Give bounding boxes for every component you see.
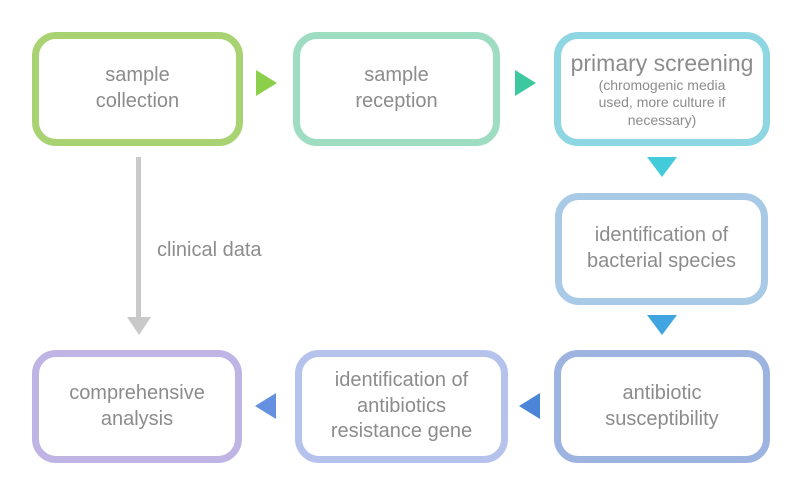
node-label-comprehensive-analysis: comprehensive analysis (69, 381, 205, 430)
clinical-data-arrow-line (136, 157, 141, 317)
arrow-left-icon-resistance-gene-to-analysis (255, 393, 276, 419)
node-label-sample-reception: sample reception (355, 64, 438, 112)
node-label-sample-collection: sample collection (95, 64, 180, 112)
node-identification-of-antibiotics-resistance-gene: identification of antibiotics resistance… (295, 350, 508, 463)
node-sublabel-primary-screening: (chromogenic media used, more culture if… (598, 76, 726, 128)
arrow-right-icon-reception-to-screening (515, 70, 536, 96)
arrow-left-icon-susceptibility-to-resistance-gene (519, 393, 540, 419)
node-comprehensive-analysis: comprehensive analysis (32, 350, 242, 463)
arrow-right-icon-collection-to-reception (256, 70, 277, 96)
arrow-down-icon-clinical-data (127, 317, 151, 335)
node-primary-screening: primary screening (chromogenic media use… (554, 32, 770, 146)
node-sample-collection: sample collection (32, 32, 243, 146)
clinical-data-label: clinical data (157, 239, 262, 261)
node-identification-of-bacterial-species: identification of bacterial species (555, 193, 768, 305)
node-label-antibiotic-susceptibility: antibiotic susceptibility (605, 381, 719, 430)
arrow-down-icon-identification-to-susceptibility (647, 315, 677, 335)
node-label-identification-of-bacterial-species: identification of bacterial species (587, 224, 736, 272)
node-label-primary-screening: primary screening (570, 49, 754, 76)
arrow-down-icon-screening-to-identification (647, 157, 677, 177)
node-antibiotic-susceptibility: antibiotic susceptibility (554, 350, 770, 463)
node-sample-reception: sample reception (293, 32, 500, 146)
node-label-identification-of-antibiotics-resistance-gene: identification of antibiotics resistance… (330, 369, 473, 443)
